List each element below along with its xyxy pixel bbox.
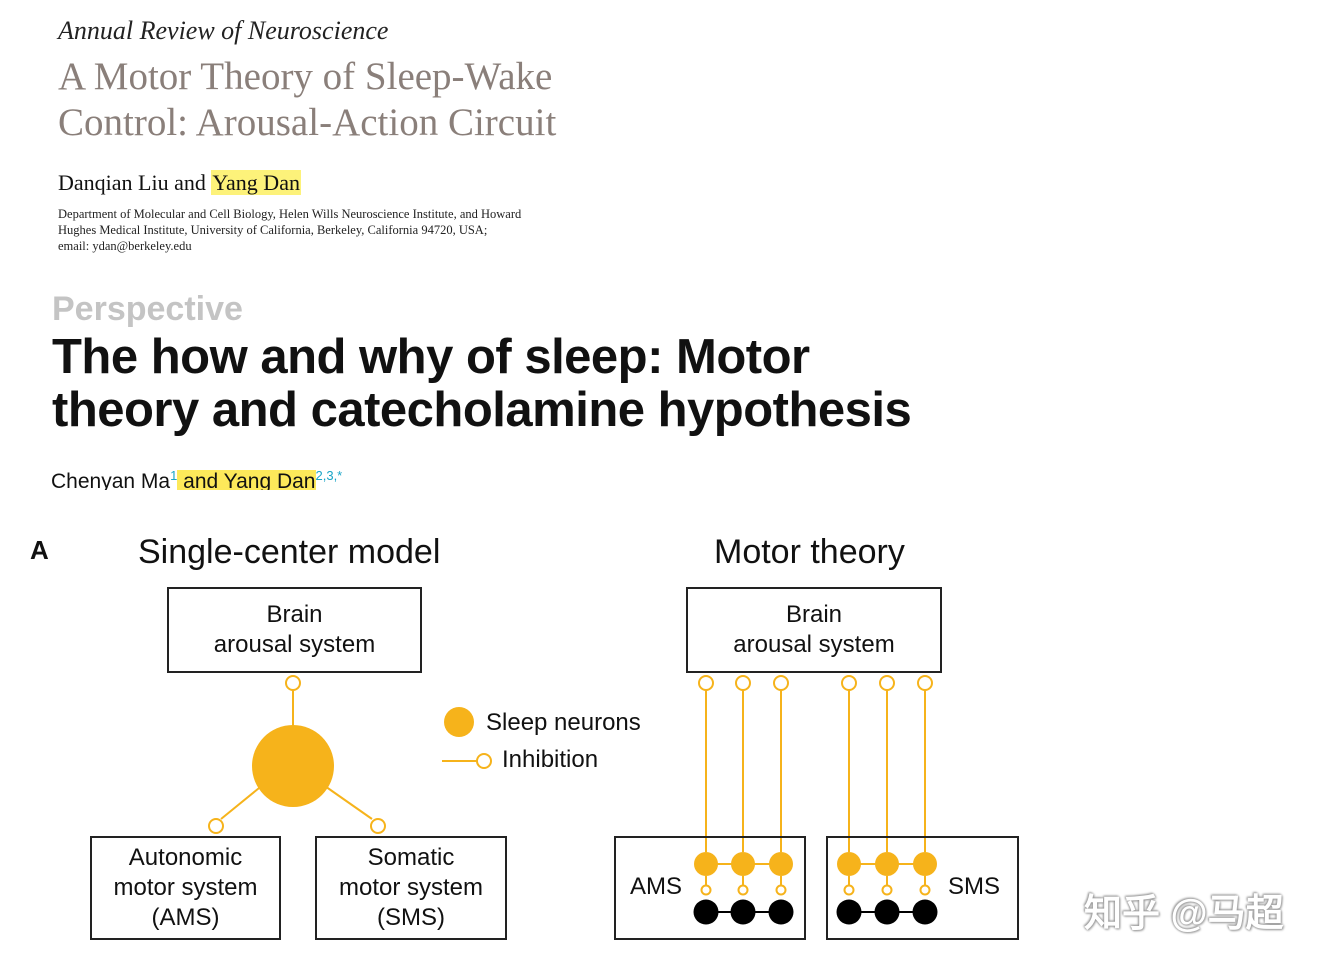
ams-lower-terminal-1: [700, 884, 712, 896]
paper2-title-line1: The how and why of sleep: Motor: [52, 330, 810, 384]
paper2-author-highlighted-sup: 2,3,*: [315, 468, 343, 483]
left-sms-line1: Somatic: [367, 844, 455, 871]
sms-lower-terminal-1: [843, 884, 855, 896]
paper1-author-first: Danqian Liu and: [58, 170, 212, 195]
left-brain-arousal-box: Brain arousal system: [167, 587, 422, 673]
paper2-author-first-sup: 1: [170, 468, 178, 483]
sms-top-terminal-3: [917, 675, 933, 691]
left-brain-arousal-line2: arousal system: [213, 631, 376, 658]
sms-sleep-neuron-3: [913, 852, 937, 876]
affiliation-line3: email: ydan@berkeley.edu: [58, 239, 192, 253]
sms-motor-neuron-1: [836, 899, 862, 925]
paper1-title: A Motor Theory of Sleep-Wake Control: Ar…: [58, 54, 556, 146]
paper1-title-line1: A Motor Theory of Sleep-Wake: [58, 55, 553, 98]
legend-inhibition-terminal: [476, 753, 492, 769]
left-ams-line1: Autonomic: [128, 844, 243, 871]
paper1-affiliation: Department of Molecular and Cell Biology…: [58, 206, 521, 254]
ams-top-terminal-1: [698, 675, 714, 691]
ams-sleep-neuron-2: [731, 852, 755, 876]
sms-motor-neuron-3: [912, 899, 938, 925]
paper2-title-line2: theory and catecholamine hypothesis: [52, 383, 912, 437]
ams-lower-terminal-2: [737, 884, 749, 896]
ams-label: AMS: [630, 873, 683, 900]
center-top-terminal: [285, 675, 301, 691]
paper2-authors: Chenyan Ma1 and Yang Dan2,3,*: [51, 468, 342, 490]
legend-inhibition-label: Inhibition: [502, 746, 599, 773]
ams-motor-neuron-1: [693, 899, 719, 925]
left-ams-line2: motor system: [113, 874, 258, 901]
paper2-author-first: Chenyan Ma: [51, 470, 171, 490]
sms-lower-terminal-3: [919, 884, 931, 896]
center-sms-terminal: [370, 818, 386, 834]
center-ams-terminal: [208, 818, 224, 834]
left-sms-box: Somatic motor system (SMS): [315, 836, 507, 940]
paper2-author-and: and: [177, 470, 224, 490]
left-sms-line3: (SMS): [377, 904, 445, 931]
right-brain-arousal-box: Brain arousal system: [686, 587, 942, 673]
right-brain-arousal-line2: arousal system: [733, 631, 895, 658]
ams-sleep-neuron-3: [769, 852, 793, 876]
paper1-title-line2: Control: Arousal-Action Circuit: [58, 101, 557, 144]
paper1-authors: Danqian Liu and Yang Dan: [58, 170, 301, 196]
sms-top-terminal-2: [879, 675, 895, 691]
affiliation-line1: Department of Molecular and Cell Biology…: [58, 207, 522, 221]
ams-motor-neuron-2: [730, 899, 756, 925]
right-ams-box: [614, 836, 806, 940]
affiliation-line2: Hughes Medical Institute, University of …: [58, 223, 488, 237]
left-ams-line3: (AMS): [151, 904, 220, 931]
ams-top-terminal-2: [735, 675, 751, 691]
watermark: 知乎 @马超: [1084, 893, 1284, 935]
legend-sleep-dot: [444, 707, 474, 737]
sms-sleep-neuron-1: [837, 852, 861, 876]
sms-sleep-neuron-2: [875, 852, 899, 876]
sms-top-terminal-1: [841, 675, 857, 691]
left-sms-line2: motor system: [338, 874, 484, 901]
sms-label: SMS: [948, 873, 1001, 900]
right-brain-arousal-line1: Brain: [785, 601, 843, 628]
paper2-title: The how and why of sleep: Motor theory a…: [52, 330, 912, 437]
left-ams-box: Autonomic motor system (AMS): [90, 836, 281, 940]
paper2-category: Perspective: [52, 290, 243, 328]
left-brain-arousal-line1: Brain: [266, 601, 323, 628]
sms-motor-neuron-2: [874, 899, 900, 925]
legend-sleep-label: Sleep neurons: [486, 709, 641, 736]
journal-name: Annual Review of Neuroscience: [58, 16, 389, 45]
ams-sleep-neuron-1: [694, 852, 718, 876]
center-ams-connector: [220, 783, 265, 820]
ams-lower-terminal-3: [775, 884, 787, 896]
right-sms-box: [826, 836, 1019, 940]
panel-label: A: [30, 535, 49, 565]
motor-theory-title: Motor theory: [714, 533, 905, 571]
sleep-center-node: [252, 725, 334, 807]
sms-lower-terminal-2: [881, 884, 893, 896]
center-sms-connector: [321, 783, 373, 820]
single-center-title: Single-center model: [138, 533, 441, 571]
ams-motor-neuron-3: [768, 899, 794, 925]
paper1-author-highlighted: Yang Dan: [211, 170, 301, 195]
ams-top-terminal-3: [773, 675, 789, 691]
paper2-author-highlighted: Yang Dan: [223, 470, 316, 490]
